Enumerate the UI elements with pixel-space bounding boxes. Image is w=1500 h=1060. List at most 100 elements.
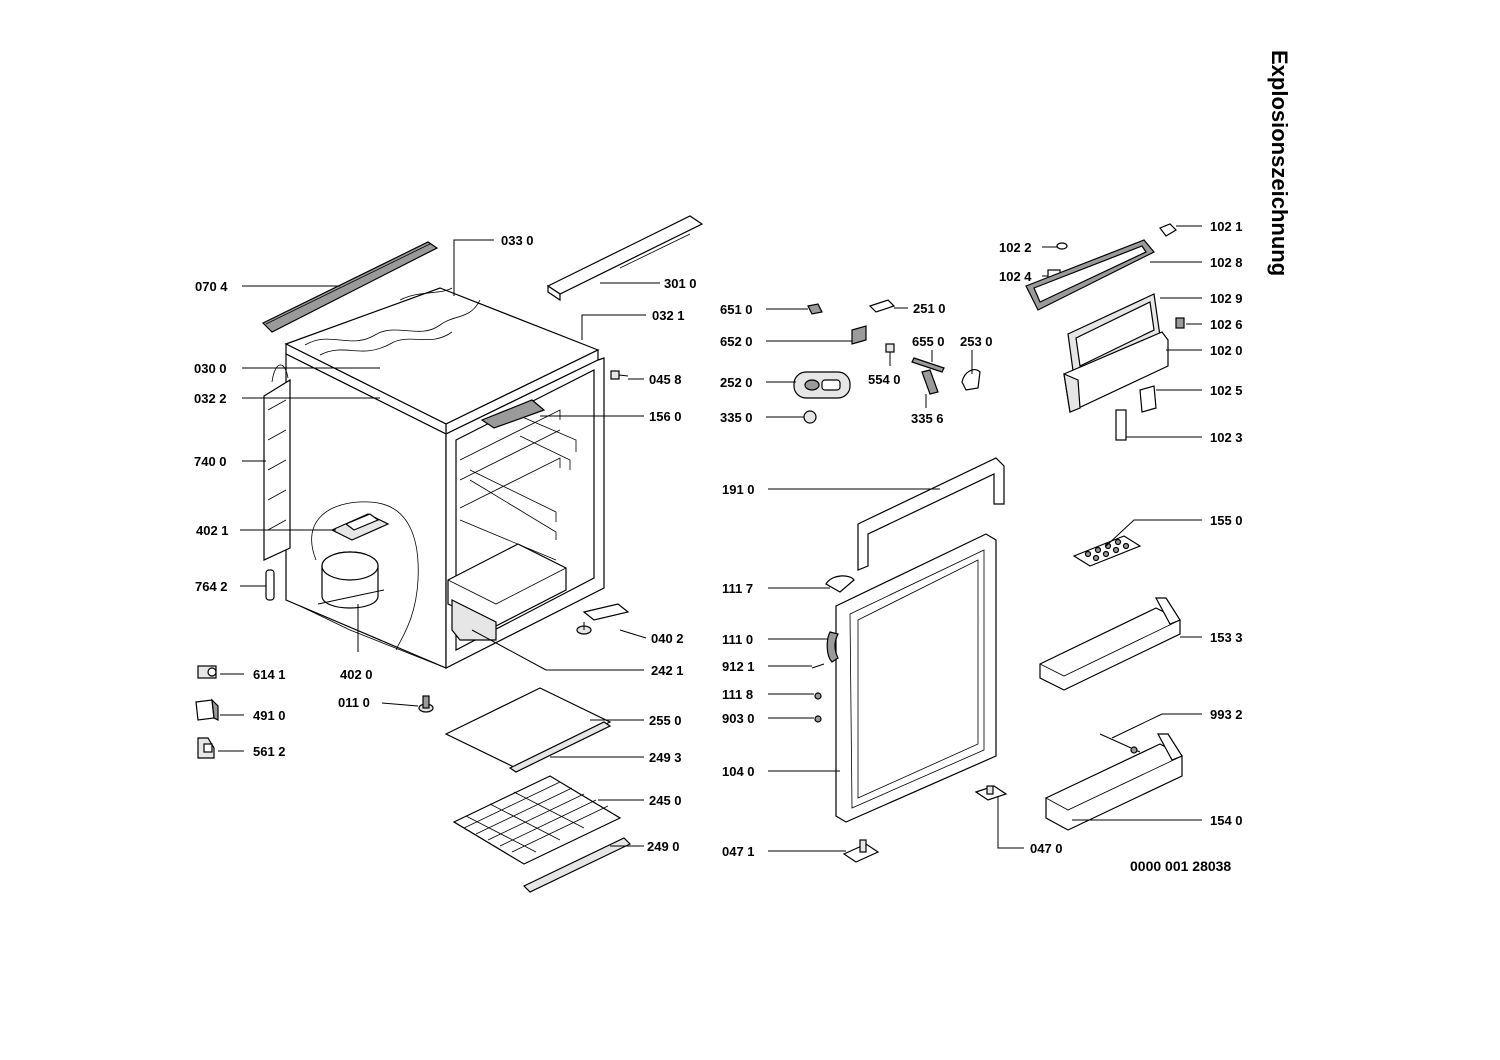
bracket-253-0 [961,369,981,391]
part-102-2 [1056,242,1068,250]
door-gasket-191-0 [857,457,1005,571]
label-251-0: 251 0 [913,301,946,316]
label-402-0: 402 0 [340,667,373,682]
pin-655-0 [911,357,945,373]
handle-111-0 [826,631,839,663]
label-253-0: 253 0 [960,334,993,349]
hinge-047-0 [974,785,1008,801]
glass-shelf-255-0 [444,687,612,769]
label-102-2: 102 2 [999,240,1032,255]
door-104-0 [835,533,997,823]
part-491-0 [195,698,219,721]
hinge-047-1 [842,839,880,863]
label-740-0: 740 0 [194,454,227,469]
door-shelf-154-0 [1045,733,1183,831]
part-102-5 [1139,385,1157,413]
label-102-6: 102 6 [1210,317,1243,332]
screw-045-8 [610,370,629,380]
part-labels: 033 0 301 0 070 4 032 1 030 0 045 8 032 … [194,219,1243,874]
shelf-strip-249-0 [522,837,632,893]
evaporator-grille [480,399,546,429]
wire-shelf-245-0 [452,775,622,865]
label-102-1: 102 1 [1210,219,1243,234]
part-102-1 [1159,223,1177,237]
label-047-0: 047 0 [1030,841,1063,856]
pin-335-6 [921,369,939,395]
label-102-4: 102 4 [999,269,1032,284]
label-614-1: 614 1 [253,667,286,682]
label-554-0: 554 0 [868,372,901,387]
label-033-0: 033 0 [501,233,534,248]
flap-102-0 [1063,331,1169,413]
gasket-102-8 [1025,239,1155,311]
label-030-0: 030 0 [194,361,227,376]
screw-912-1 [811,663,825,669]
label-561-2: 561 2 [253,744,286,759]
label-102-8: 102 8 [1210,255,1243,270]
label-102-5: 102 5 [1210,383,1243,398]
label-111-0: 111 0 [722,632,753,647]
label-255-0: 255 0 [649,713,682,728]
label-155-0: 155 0 [1210,513,1243,528]
label-242-1: 242 1 [651,663,684,678]
relay-402-1 [330,513,390,541]
part-903-0 [814,715,822,723]
document-number: 0000 001 28038 [1130,858,1231,874]
lamp-651-0 [807,303,823,315]
part-554-0 [885,343,895,353]
label-652-0: 652 0 [720,334,753,349]
label-111-7: 111 7 [722,581,753,596]
hinge-040-2 [576,603,630,635]
label-335-0: 335 0 [720,410,753,425]
label-249-0: 249 0 [647,839,680,854]
label-070-4: 070 4 [195,279,228,294]
crisper-242-1 [447,543,567,641]
label-032-2: 032 2 [194,391,227,406]
part-102-3 [1115,409,1127,441]
shelf-strip-249-3 [508,721,612,773]
knob-335-0 [803,410,817,424]
label-040-2: 040 2 [651,631,684,646]
label-655-0: 655 0 [912,334,945,349]
dryer-764-2 [265,569,275,601]
part-102-6 [1175,317,1185,329]
part-614-1 [197,665,217,679]
label-102-0: 102 0 [1210,343,1243,358]
label-104-0: 104 0 [722,764,755,779]
label-154-0: 154 0 [1210,813,1243,828]
label-047-1: 047 1 [722,844,755,859]
door-shelf-153-3 [1039,597,1181,691]
socket-652-0 [851,325,867,345]
cabinet [284,287,605,669]
label-156-0: 156 0 [649,409,682,424]
label-191-0: 191 0 [722,482,755,497]
label-045-8: 045 8 [649,372,682,387]
label-102-3: 102 3 [1210,430,1243,445]
cover-251-0 [868,299,896,313]
label-301-0: 301 0 [664,276,697,291]
rail-301-0 [546,215,704,302]
compressor-402-0 [317,551,385,609]
label-102-9: 102 9 [1210,291,1243,306]
label-011-0: 011 0 [338,695,370,710]
label-912-1: 912 1 [722,659,755,674]
label-402-1: 402 1 [196,523,229,538]
top-grille-070-4 [261,241,439,333]
hinge-cover-111-7 [825,575,855,593]
egg-tray-155-0 [1072,535,1142,567]
label-111-8: 111 8 [722,687,753,702]
label-335-6: 335 6 [911,411,944,426]
label-252-0: 252 0 [720,375,753,390]
leader-lines [218,225,1202,852]
label-651-0: 651 0 [720,302,753,317]
condenser-740-0 [263,364,291,561]
label-764-2: 764 2 [195,579,228,594]
label-993-2: 993 2 [1210,707,1243,722]
control-panel-252-0 [793,371,851,399]
label-032-1: 032 1 [652,308,685,323]
part-111-8 [814,692,822,700]
label-245-0: 245 0 [649,793,682,808]
part-561-2 [197,737,215,759]
